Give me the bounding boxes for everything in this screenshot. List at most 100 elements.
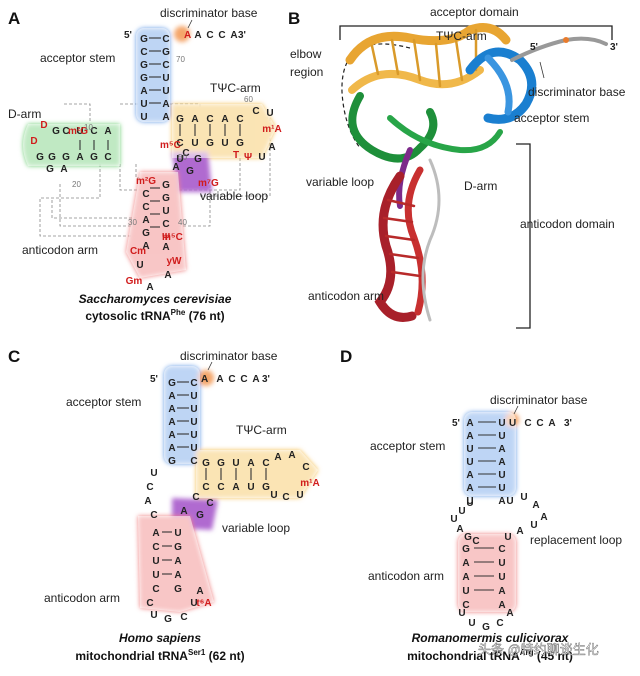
nucleotide: D xyxy=(40,120,47,131)
nucleotide: U xyxy=(270,490,277,501)
nucleotide: C xyxy=(152,584,159,595)
nucleotide: U xyxy=(162,73,169,84)
nucleotide: U xyxy=(498,470,505,481)
a-num-30: 30 xyxy=(128,218,137,227)
a-num-60: 60 xyxy=(244,95,253,104)
nucleotide: C xyxy=(190,456,197,467)
a-num-50: 50 xyxy=(178,153,187,162)
b-label-anticodon: anticodon arm xyxy=(308,289,384,303)
panel-b: B acceptor domain anticodon domain xyxy=(288,5,626,329)
a-label-variable: variable loop xyxy=(200,189,268,203)
a-label-tpsic: TΨC-arm xyxy=(210,81,261,95)
d-label-anticodon: anticodon arm xyxy=(368,569,444,583)
nucleotide: U xyxy=(190,417,197,428)
nucleotide: G xyxy=(194,154,202,165)
nucleotide: A xyxy=(194,30,201,41)
nucleotide: U xyxy=(190,598,197,609)
nucleotide: U xyxy=(266,108,273,119)
panel-a: A xyxy=(8,6,282,323)
a-num-40: 40 xyxy=(178,218,187,227)
d-label-replacement: replacement loop xyxy=(530,533,622,547)
nucleotide: A xyxy=(174,556,181,567)
b-acceptor-helix-strand-1 xyxy=(465,47,537,124)
nucleotide: A xyxy=(288,450,295,461)
nucleotide: C xyxy=(240,374,247,385)
nucleotide: G xyxy=(206,138,214,149)
region-fades xyxy=(23,28,276,278)
nucleotide: G xyxy=(262,482,270,493)
nucleotide: G xyxy=(52,126,60,137)
nucleotide: A xyxy=(230,30,237,41)
nucleotide: A xyxy=(498,444,505,455)
nucleotide: A xyxy=(162,99,169,110)
nucleotide: A xyxy=(144,496,151,507)
c-label-variable: variable loop xyxy=(222,521,290,535)
c-five-prime: 5' xyxy=(150,374,158,385)
nucleotide: C xyxy=(206,30,213,41)
nucleotide: C xyxy=(176,138,183,149)
a-caption-species: Saccharomyces cerevisiae xyxy=(79,292,232,306)
nucleotide: U xyxy=(466,457,473,468)
c-pair-lines xyxy=(162,381,267,575)
nucleotide: A xyxy=(466,470,473,481)
nucleotide: U xyxy=(498,431,505,442)
nucleotide: G xyxy=(174,542,182,553)
a-discriminator-leader xyxy=(187,19,193,29)
a-darm-modified: m²G xyxy=(68,126,88,137)
a-discriminator-base: A xyxy=(184,30,191,41)
b-tpsic-helix-strand-1 xyxy=(345,23,511,65)
nucleotide: C xyxy=(262,458,269,469)
nucleotide: A xyxy=(498,586,505,597)
nucleotide: G xyxy=(196,510,204,521)
panel-b-letter: B xyxy=(288,9,300,28)
nucleotide: A xyxy=(232,482,239,493)
nucleotide: C xyxy=(152,542,159,553)
nucleotide: C xyxy=(218,30,225,41)
nucleotide: C xyxy=(536,418,543,429)
b-three-prime: 3' xyxy=(610,42,618,53)
b-label-acceptor-domain: acceptor domain xyxy=(430,5,519,19)
nucleotide: U xyxy=(174,528,181,539)
nucleotide: C xyxy=(146,482,153,493)
b-label-discriminator: discriminator base xyxy=(528,85,626,99)
nucleotide: U xyxy=(450,514,457,525)
nucleotide: C xyxy=(140,47,147,58)
c-discriminator-leader xyxy=(207,361,213,371)
nucleotide: A xyxy=(168,391,175,402)
nucleotide: C xyxy=(524,418,531,429)
nucleotide: C xyxy=(236,114,243,125)
b-label-acceptor: acceptor stem xyxy=(514,111,589,125)
panel-a-letter: A xyxy=(8,9,20,28)
a-five-prime: 5' xyxy=(124,30,132,41)
a-label-darm: D-arm xyxy=(8,107,41,121)
nucleotide: A xyxy=(221,114,228,125)
nucleotide: A xyxy=(216,374,223,385)
nucleotide: A xyxy=(456,524,463,535)
nucleotide: A xyxy=(462,572,469,583)
nucleotide: U xyxy=(232,458,239,469)
nucleotide: A xyxy=(180,506,187,517)
nucleotide: A xyxy=(168,417,175,428)
d-caption-species: Romanomermis culicivorax xyxy=(412,631,570,645)
nucleotide: U xyxy=(152,556,159,567)
nucleotide: C xyxy=(104,152,111,163)
b-label-anticodon-domain: anticodon domain xyxy=(520,217,615,231)
nucleotide: C xyxy=(206,498,213,509)
b-discriminator-leader xyxy=(539,61,545,79)
nucleotide: G xyxy=(90,152,98,163)
nucleotide: U xyxy=(462,586,469,597)
nucleotide: U xyxy=(466,496,473,507)
b-label-tpsic: TΨC-arm xyxy=(436,29,487,43)
